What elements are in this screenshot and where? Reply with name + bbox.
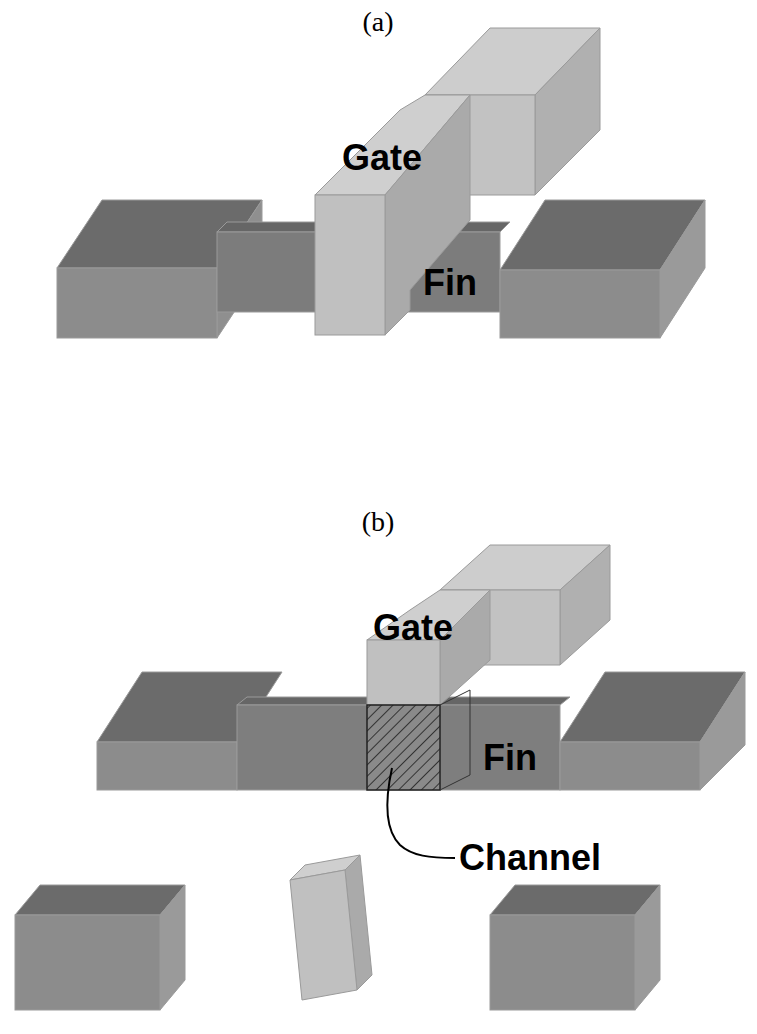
part-name: Gate xyxy=(342,140,422,176)
channel-region xyxy=(367,705,440,790)
part-name: Fin xyxy=(483,740,537,776)
finfet-panel-b xyxy=(15,545,745,1010)
panel-label: (b) xyxy=(362,508,395,536)
panel-label: (a) xyxy=(362,8,393,36)
part-name: Gate xyxy=(373,610,453,646)
part-name: Channel xyxy=(459,840,601,876)
finfet-panel-a xyxy=(57,28,705,338)
leader-line xyxy=(387,768,455,858)
part-name: Fin xyxy=(423,265,477,301)
